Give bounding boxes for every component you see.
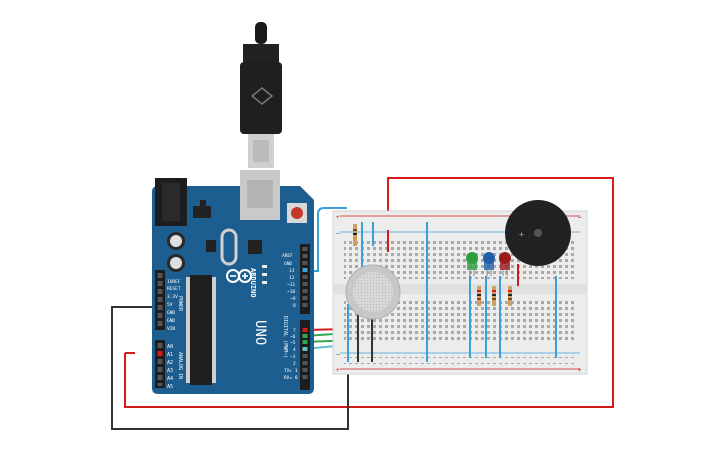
label-analog-section: ANALOG IN bbox=[177, 352, 183, 379]
arduino-uno-board[interactable]: IOREF RESET 3.3V 5V GND GND VIN A0 A1 A2… bbox=[152, 170, 314, 394]
label-gnd-b: GND bbox=[167, 318, 175, 324]
label-vin: VIN bbox=[167, 326, 175, 332]
label-gnd-a: GND bbox=[167, 310, 175, 316]
label-3v3: 3.3V bbox=[167, 294, 178, 300]
arduino-logo-icon bbox=[226, 269, 252, 283]
label-power-section: POWER bbox=[177, 296, 183, 312]
label-digital-section: DIGITAL (PWM~) bbox=[282, 316, 288, 358]
breadboard-center-channel bbox=[333, 284, 587, 294]
rail-minus-label-top: − bbox=[336, 230, 340, 237]
blue-wire-gnd[interactable] bbox=[304, 207, 347, 272]
label-aref: AREF bbox=[282, 253, 293, 259]
label-pin3: ~3 bbox=[290, 354, 296, 360]
usb-cable[interactable] bbox=[240, 22, 282, 168]
label-a1: A1 bbox=[167, 352, 173, 358]
usb-plug-housing bbox=[240, 62, 282, 134]
analog-header[interactable] bbox=[155, 340, 165, 388]
board-led-rx bbox=[262, 281, 267, 284]
arduino-brand: ARDUINO bbox=[249, 268, 257, 298]
usb-controller-chip bbox=[248, 240, 262, 254]
label-pin11: ~11 bbox=[287, 282, 295, 288]
label-pin8: 8 bbox=[293, 303, 296, 309]
resistor-led1[interactable] bbox=[477, 286, 481, 306]
label-pin9: ~9 bbox=[290, 296, 296, 302]
buzzer-plus-mark: + bbox=[519, 230, 524, 239]
label-pin7: 7 bbox=[293, 328, 296, 334]
voltage-regulator bbox=[193, 206, 211, 218]
label-5v: 5V bbox=[167, 302, 173, 308]
gas-sensor[interactable] bbox=[345, 264, 401, 320]
arduino-model: UNO bbox=[252, 320, 268, 345]
label-reset: RESET bbox=[167, 286, 181, 292]
power-header[interactable] bbox=[155, 270, 165, 330]
rail-plus-label-top: + bbox=[336, 214, 340, 221]
label-pin6: ~6 bbox=[290, 334, 296, 340]
label-ioref: IOREF bbox=[167, 279, 181, 285]
label-pin5: ~5 bbox=[290, 340, 296, 346]
board-led-l bbox=[262, 265, 267, 268]
rail-plus-label-bottom: + bbox=[336, 367, 340, 374]
rail-minus-label-bottom: − bbox=[336, 351, 340, 358]
label-a5: A5 bbox=[167, 384, 173, 390]
rail-minus-label-top-right: − bbox=[578, 214, 582, 221]
led-red[interactable] bbox=[499, 252, 511, 276]
resistor-led3[interactable] bbox=[508, 286, 512, 306]
atmega-chip bbox=[190, 275, 212, 385]
label-tx: TX▸ 1 bbox=[284, 368, 298, 374]
resistor-sensor[interactable] bbox=[353, 224, 357, 246]
label-rx: RX◂ 0 bbox=[284, 375, 298, 381]
black-wire-gnd-loop[interactable] bbox=[111, 306, 349, 430]
digital-header[interactable] bbox=[300, 244, 310, 390]
label-pin12: 12 bbox=[289, 275, 295, 281]
label-a4: A4 bbox=[167, 376, 173, 382]
crystal-oscillator bbox=[220, 228, 238, 266]
red-wire-5v-loop[interactable] bbox=[124, 177, 614, 408]
led-blue[interactable] bbox=[483, 252, 495, 276]
label-pin10: ~10 bbox=[287, 289, 295, 295]
label-a0: A0 bbox=[167, 344, 173, 350]
label-gnd: GND bbox=[284, 261, 292, 267]
rail-plus-label-bottom-right: + bbox=[578, 367, 582, 374]
piezo-buzzer[interactable]: + bbox=[505, 200, 571, 266]
resistor-led2[interactable] bbox=[492, 286, 496, 306]
usb-cable-end bbox=[255, 22, 267, 44]
label-pin2: 2 bbox=[293, 361, 296, 367]
led-green[interactable] bbox=[466, 252, 478, 276]
label-a3: A3 bbox=[167, 368, 173, 374]
label-pin13: 13 bbox=[289, 268, 295, 274]
board-led-tx bbox=[262, 273, 267, 276]
label-pin4: 4 bbox=[293, 347, 296, 353]
usb-plug-inner bbox=[253, 140, 269, 162]
buzzer-hole bbox=[534, 229, 542, 237]
usb-icon bbox=[250, 87, 274, 105]
reset-button-cap[interactable] bbox=[291, 207, 303, 219]
usb-cable-strain bbox=[243, 44, 279, 62]
label-a2: A2 bbox=[167, 360, 173, 366]
